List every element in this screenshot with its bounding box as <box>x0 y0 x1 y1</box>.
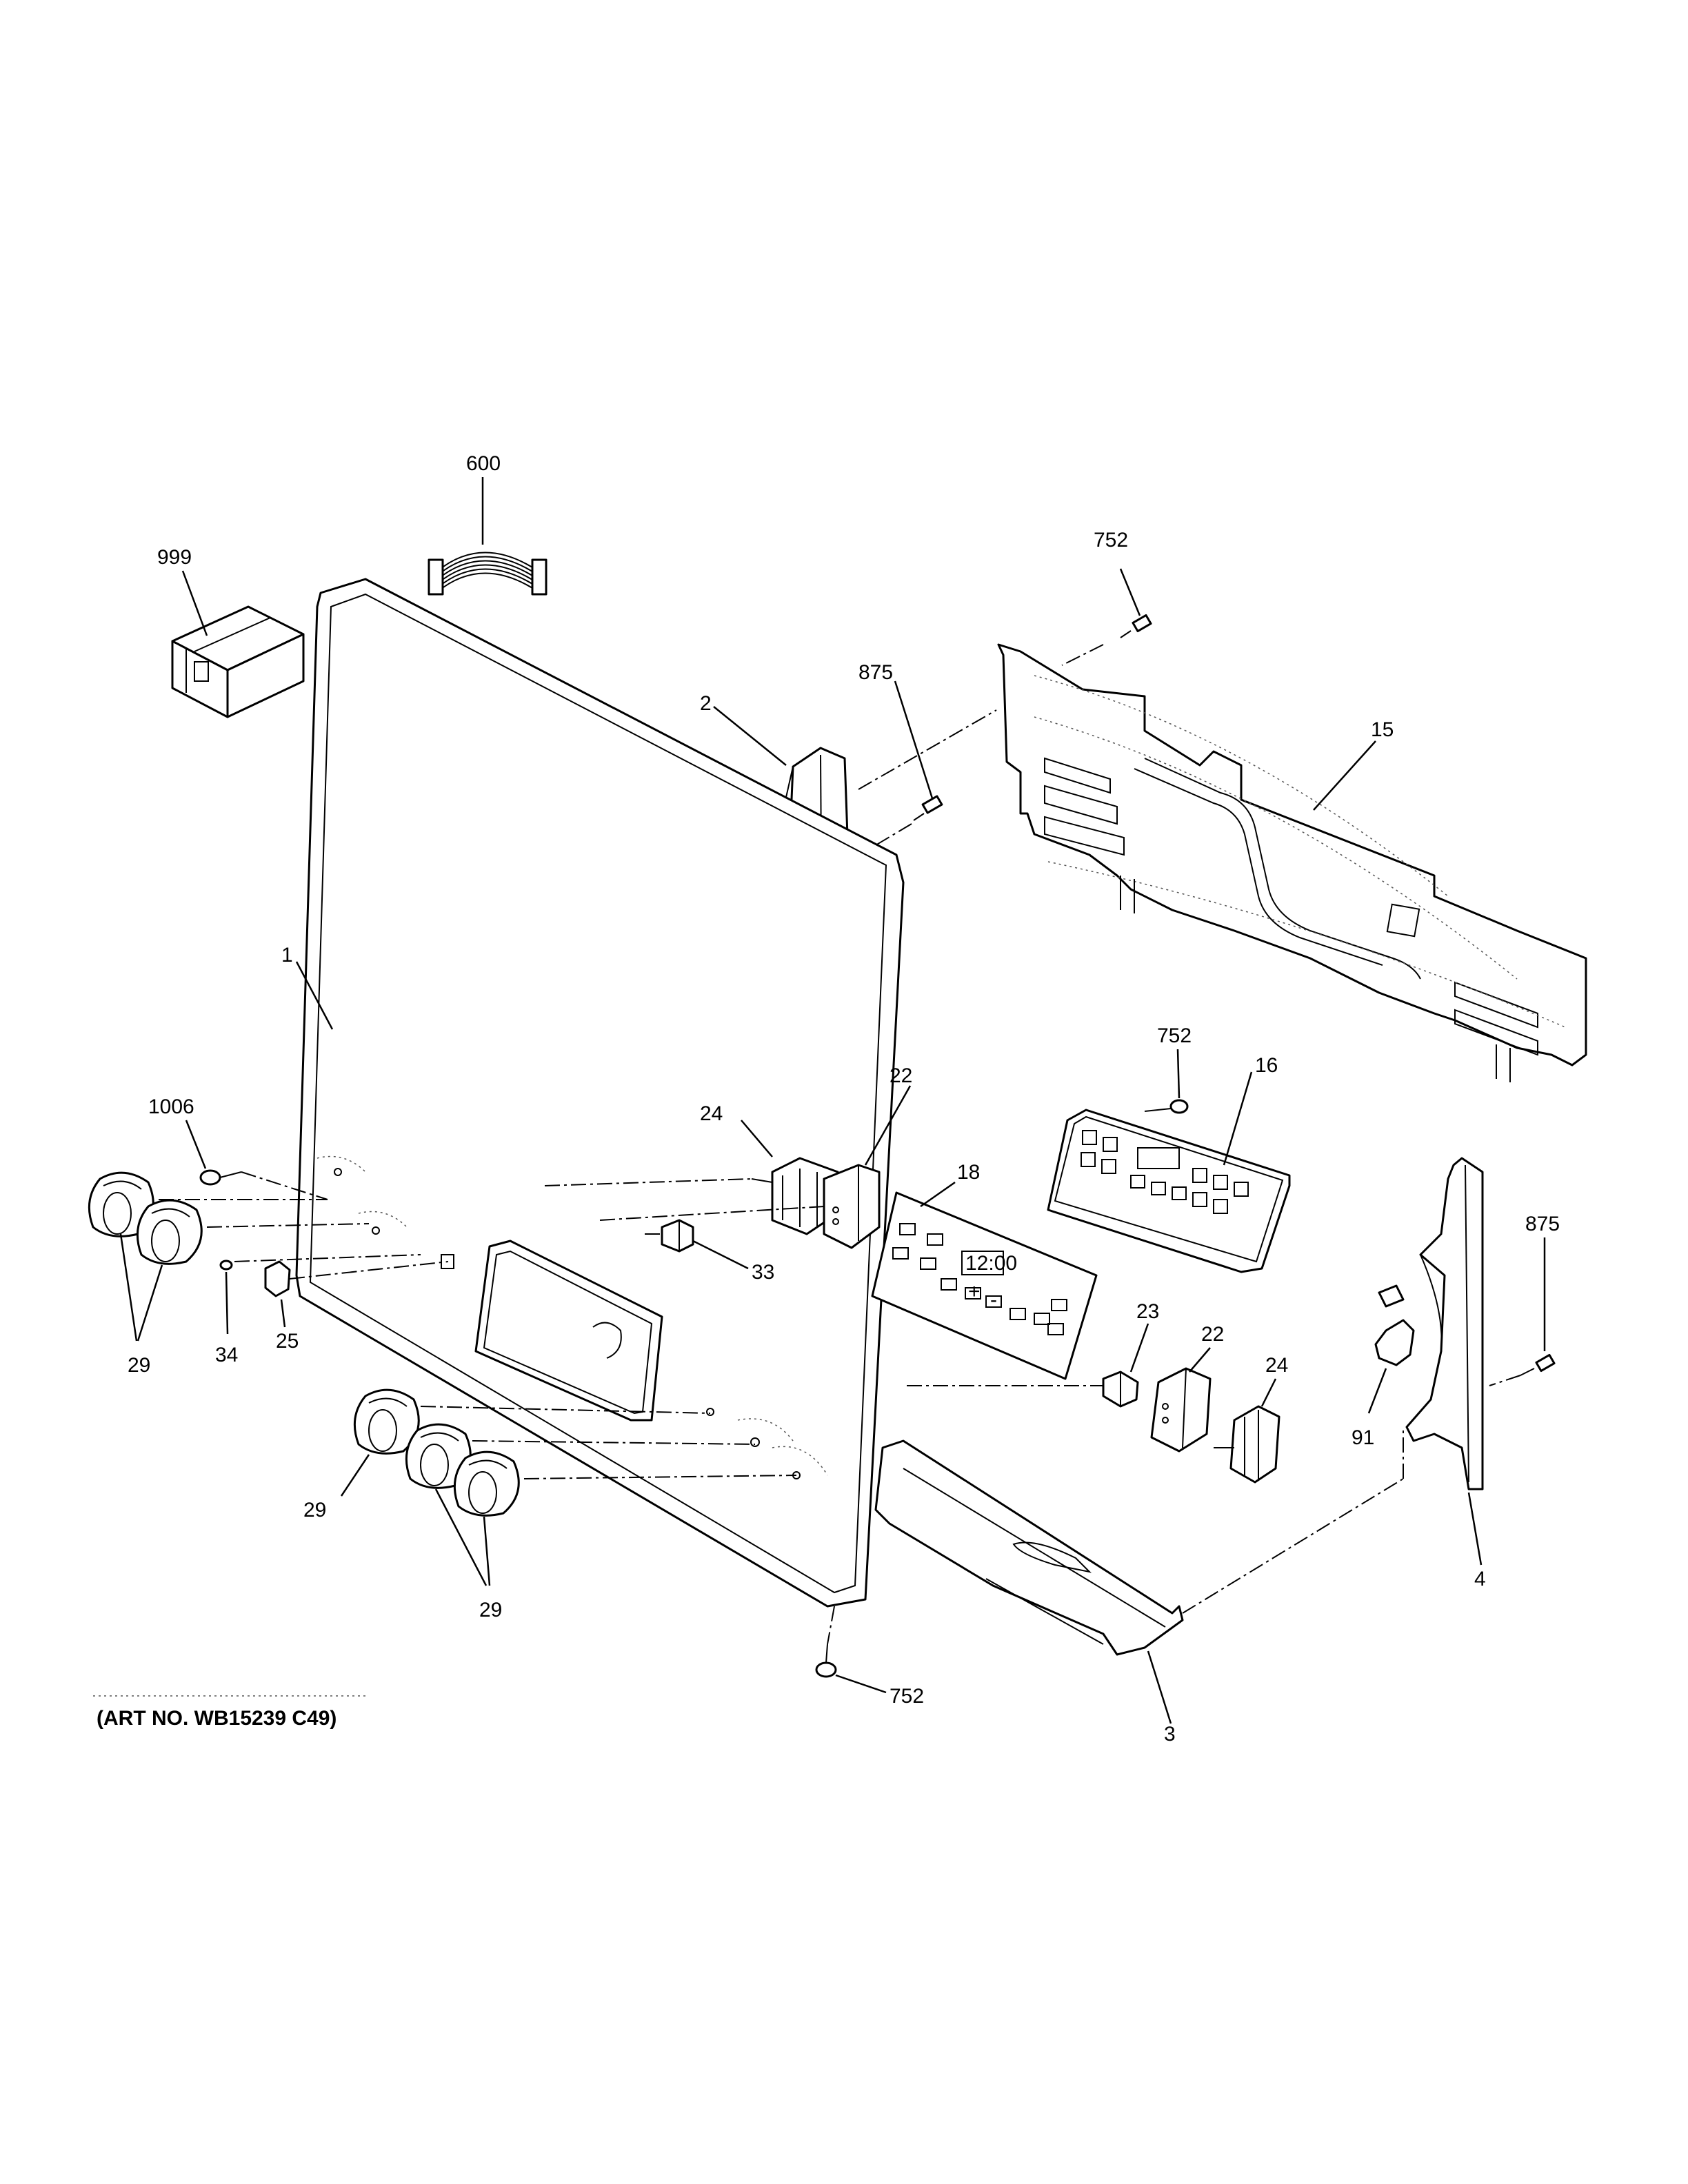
art-number-caption: (ART NO. WB15239 C49) <box>97 1707 336 1730</box>
callout-24-left: 24 <box>700 1102 723 1125</box>
callout-22-left: 22 <box>890 1064 912 1087</box>
callout-752-ui: 752 <box>1157 1024 1192 1047</box>
overlay-minus-key: - <box>990 1288 997 1311</box>
callout-3: 3 <box>1164 1723 1176 1746</box>
leader-752-bottom <box>835 1674 887 1694</box>
centerline-knob-bottom-a <box>472 1440 756 1445</box>
part-22-switch-left <box>823 1164 881 1249</box>
centerline-875-right <box>1489 1375 1521 1386</box>
part-4-right-bracket <box>1378 1157 1484 1490</box>
leader-24-left <box>741 1120 773 1157</box>
part-34-screw <box>219 1260 233 1271</box>
centerline-25 <box>289 1261 449 1280</box>
leader-91-right <box>1367 1368 1387 1414</box>
part-22-switch-right <box>1150 1367 1212 1453</box>
callout-1: 1 <box>281 944 293 967</box>
callout-999: 999 <box>157 546 192 569</box>
leader-2 <box>713 706 787 766</box>
leader-34 <box>225 1271 229 1335</box>
leader-875-top <box>894 680 934 799</box>
centerline-bottom-trim <box>1182 1478 1404 1614</box>
part-29-knob-left-b <box>136 1199 203 1265</box>
overlay-plus-key: + <box>968 1280 981 1303</box>
part-600-wire-harness <box>428 552 547 596</box>
callout-1006: 1006 <box>148 1095 194 1118</box>
centerline-knob-bottom-b <box>523 1475 797 1479</box>
overlay-clock-display: 12:00 <box>965 1252 1017 1275</box>
part-15-back-panel <box>997 643 1587 1082</box>
part-875-screw-right <box>1520 1353 1556 1376</box>
callout-18: 18 <box>957 1161 980 1184</box>
callout-29-bottom: 29 <box>479 1599 502 1621</box>
callout-875-top: 875 <box>858 661 893 684</box>
callout-33: 33 <box>752 1261 774 1284</box>
leader-4 <box>1467 1492 1483 1566</box>
leader-29-bottom-b <box>483 1516 491 1586</box>
part-1006-screw <box>199 1169 242 1186</box>
centerline-1006 <box>241 1171 328 1200</box>
callout-29-mid: 29 <box>303 1499 326 1521</box>
leader-29-left-b <box>137 1264 163 1342</box>
leader-16 <box>1223 1071 1253 1166</box>
part-752-screw-bottom <box>815 1644 837 1678</box>
centerline-knob-left-b <box>206 1223 370 1228</box>
part-3-bottom-trim <box>874 1439 1184 1656</box>
part-25-clip <box>264 1260 291 1297</box>
part-24-switch-right <box>1214 1405 1280 1484</box>
centerline-875-a <box>858 709 997 790</box>
leader-15 <box>1313 740 1376 811</box>
leader-25 <box>280 1299 286 1328</box>
centerline-752-bottom <box>827 1606 835 1645</box>
leader-29-left-a <box>119 1233 138 1342</box>
callout-23: 23 <box>1136 1300 1159 1323</box>
callout-875-right: 875 <box>1525 1213 1560 1235</box>
leader-18 <box>920 1181 956 1208</box>
callout-2: 2 <box>700 692 712 715</box>
callout-4: 4 <box>1474 1568 1486 1590</box>
part-33-lamp-switch <box>661 1219 694 1253</box>
leader-22-left <box>864 1085 912 1166</box>
part-18-overlay: 12:00 + - <box>871 1191 1098 1380</box>
leader-24-right <box>1260 1378 1277 1407</box>
callout-752-bottom: 752 <box>890 1685 924 1708</box>
callout-91-right: 91 <box>1352 1426 1374 1449</box>
leader-1 <box>295 961 334 1030</box>
leader-1006 <box>185 1120 207 1169</box>
centerline-switch-a <box>544 1178 752 1186</box>
part-1-control-panel <box>295 578 905 1608</box>
part-29-knob-bottom-b <box>453 1450 520 1517</box>
callout-600: 600 <box>466 452 501 475</box>
leader-22-right <box>1189 1347 1211 1373</box>
centerline-752-top <box>1061 644 1104 666</box>
callout-29-left: 29 <box>128 1354 150 1377</box>
callout-34: 34 <box>215 1344 238 1366</box>
leader-752-top <box>1119 568 1141 616</box>
part-752-screw-top <box>1120 614 1152 638</box>
leader-752-ui <box>1176 1049 1180 1099</box>
leader-3 <box>1147 1650 1172 1724</box>
part-752-screw-ui <box>1144 1099 1189 1114</box>
leader-29-bottom-a <box>434 1488 488 1586</box>
centerline-34 <box>234 1254 421 1262</box>
part-875-screw-top <box>913 795 943 821</box>
callout-16: 16 <box>1255 1054 1278 1077</box>
leader-23 <box>1129 1323 1149 1373</box>
callout-752-top: 752 <box>1094 529 1128 552</box>
callout-25: 25 <box>276 1330 299 1353</box>
part-999-box <box>171 605 305 718</box>
part-16-ui-board <box>1047 1109 1291 1273</box>
callout-15: 15 <box>1371 718 1394 741</box>
callout-24-right: 24 <box>1265 1354 1288 1377</box>
leader-29-mid <box>340 1454 370 1497</box>
leader-33 <box>692 1240 749 1270</box>
part-23-switch <box>1102 1371 1139 1408</box>
part-91-clip-right <box>1374 1319 1415 1366</box>
callout-22-right: 22 <box>1201 1323 1224 1346</box>
centerline-switch-b <box>599 1206 825 1221</box>
leader-999 <box>181 570 208 636</box>
centerline-knob-mid <box>420 1406 711 1414</box>
part-29-knob-mid <box>353 1388 420 1455</box>
